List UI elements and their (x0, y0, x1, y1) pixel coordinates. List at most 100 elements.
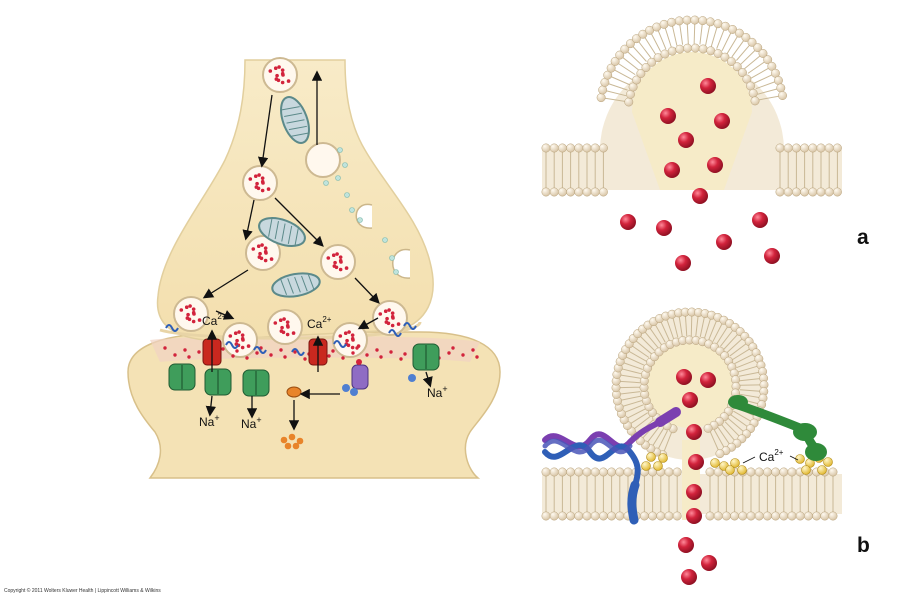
lipid-head (623, 467, 633, 477)
flow-arrow (274, 197, 324, 247)
lipid-tail (731, 40, 744, 58)
mitochondrion-crista (294, 276, 301, 293)
transmitter-molecule (344, 266, 349, 270)
lipid-head (828, 511, 838, 521)
lipid-head (742, 74, 752, 84)
lipid-tail (627, 408, 646, 419)
transmitter-molecule (260, 179, 265, 184)
transmitter-molecule (285, 332, 290, 337)
transmitter-molecule (390, 314, 395, 319)
transmitter-molecule (268, 69, 273, 73)
lipid-head (598, 187, 608, 197)
lipid-head (783, 143, 793, 153)
transmitter-molecule (285, 323, 290, 328)
flow-arrow (422, 371, 433, 388)
lipid-tail (647, 425, 661, 443)
lipid-head (771, 467, 781, 477)
g-protein-subunit (350, 388, 358, 396)
transmitter-molecule (396, 322, 401, 326)
lipid-tail (755, 81, 775, 90)
transmitter-molecule (275, 73, 279, 78)
lipid-bilayer (596, 15, 787, 107)
transmitter-molecule (343, 331, 348, 336)
lipid-head (598, 511, 608, 521)
transmitter-molecule (228, 334, 233, 338)
lipid-tail (699, 24, 703, 45)
released-transmitter (221, 347, 225, 351)
lipid-head (664, 467, 674, 477)
lipid-head (682, 15, 692, 25)
released-transmitter (375, 348, 379, 352)
lipid-tail (721, 32, 732, 52)
lipid-tail (695, 316, 699, 337)
lipid-head (762, 511, 772, 521)
lipid-tail (666, 319, 675, 339)
synaptic-vesicle (262, 57, 298, 93)
active-zone-protein (165, 324, 179, 332)
lipid-head (816, 187, 826, 197)
mitochondrion (280, 96, 310, 144)
synaptic-vesicle (173, 296, 209, 332)
transmitter-molecule (656, 220, 672, 236)
calcium-callout-line (789, 455, 799, 461)
transmitter-molecule (681, 569, 697, 585)
active-zone-protein (388, 329, 402, 337)
transmitter-molecule (686, 424, 702, 440)
transmitter-molecule (346, 343, 351, 348)
lipid-head (705, 467, 715, 477)
lipid-head (615, 467, 625, 477)
lipid-tail (737, 365, 758, 373)
transmitter-molecule (248, 177, 253, 181)
lipid-head (615, 50, 625, 60)
lipid-tail (734, 354, 753, 365)
lipid-head (767, 61, 777, 71)
presynaptic-membrane (159, 321, 422, 340)
transmitter-molecule (692, 188, 708, 204)
fusion-pore (682, 440, 700, 520)
degrading-enzyme (286, 386, 302, 398)
clathrin-coat (337, 147, 343, 153)
degraded-transmitter (284, 442, 292, 450)
released-transmitter (355, 346, 359, 350)
transmitter-molecule (263, 258, 268, 263)
transmitter-molecule (334, 265, 339, 270)
degraded-transmitter (280, 436, 288, 444)
transmitter-molecule (686, 484, 702, 500)
transmitter-molecule (280, 80, 285, 85)
lipid-tail (757, 88, 778, 95)
lipid-tail (624, 404, 644, 413)
g-protein-subunit (342, 384, 350, 392)
transmitter-molecule (257, 173, 261, 177)
lipid-head (775, 187, 785, 197)
degraded-transmitter (296, 437, 304, 445)
synaptic-vesicle (372, 300, 408, 336)
transmitter-molecule (350, 333, 355, 337)
transmitter-molecule (191, 310, 196, 315)
released-transmitter (231, 354, 235, 358)
lipid-tail (606, 90, 627, 97)
lipid-tail (733, 410, 751, 422)
transmitter-molecule (660, 108, 676, 124)
lipid-head (659, 19, 669, 29)
panel-b-snare-complex (541, 307, 838, 585)
lipid-tail (744, 55, 761, 70)
transmitter-molecule (385, 316, 389, 321)
transmitter-molecule (246, 344, 251, 348)
lipid-head (607, 467, 617, 477)
lipid-head (549, 187, 559, 197)
lipid-tail (626, 356, 645, 366)
lipid-head (639, 511, 649, 521)
flow-arrow (215, 310, 235, 320)
flow-arrow (354, 277, 380, 304)
degraded-transmitter (292, 442, 300, 450)
transmitter-molecule (338, 258, 343, 263)
lipid-tail (736, 359, 756, 369)
calcium-label-right: Ca2+ (759, 448, 784, 464)
calcium-ion (737, 465, 747, 475)
calcium-ion (646, 452, 656, 462)
lipid-tail (623, 362, 643, 370)
lipid-tail (704, 318, 711, 339)
transmitter-molecule (240, 333, 245, 337)
vesicle-membrane (372, 300, 408, 336)
lipid-head (566, 467, 576, 477)
